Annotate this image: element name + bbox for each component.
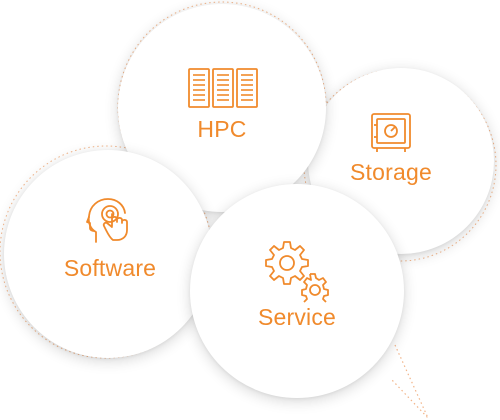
service-circle (190, 184, 404, 398)
software-label: Software (63, 255, 157, 281)
server-rack-icon (188, 68, 258, 108)
safe-icon (371, 113, 411, 153)
service-label: Service (257, 304, 337, 330)
hpc-label: HPC (197, 116, 247, 142)
head-touch-icon (86, 196, 136, 244)
software-circle (4, 150, 212, 358)
storage-label: Storage (350, 159, 432, 185)
gears-icon (265, 240, 330, 303)
